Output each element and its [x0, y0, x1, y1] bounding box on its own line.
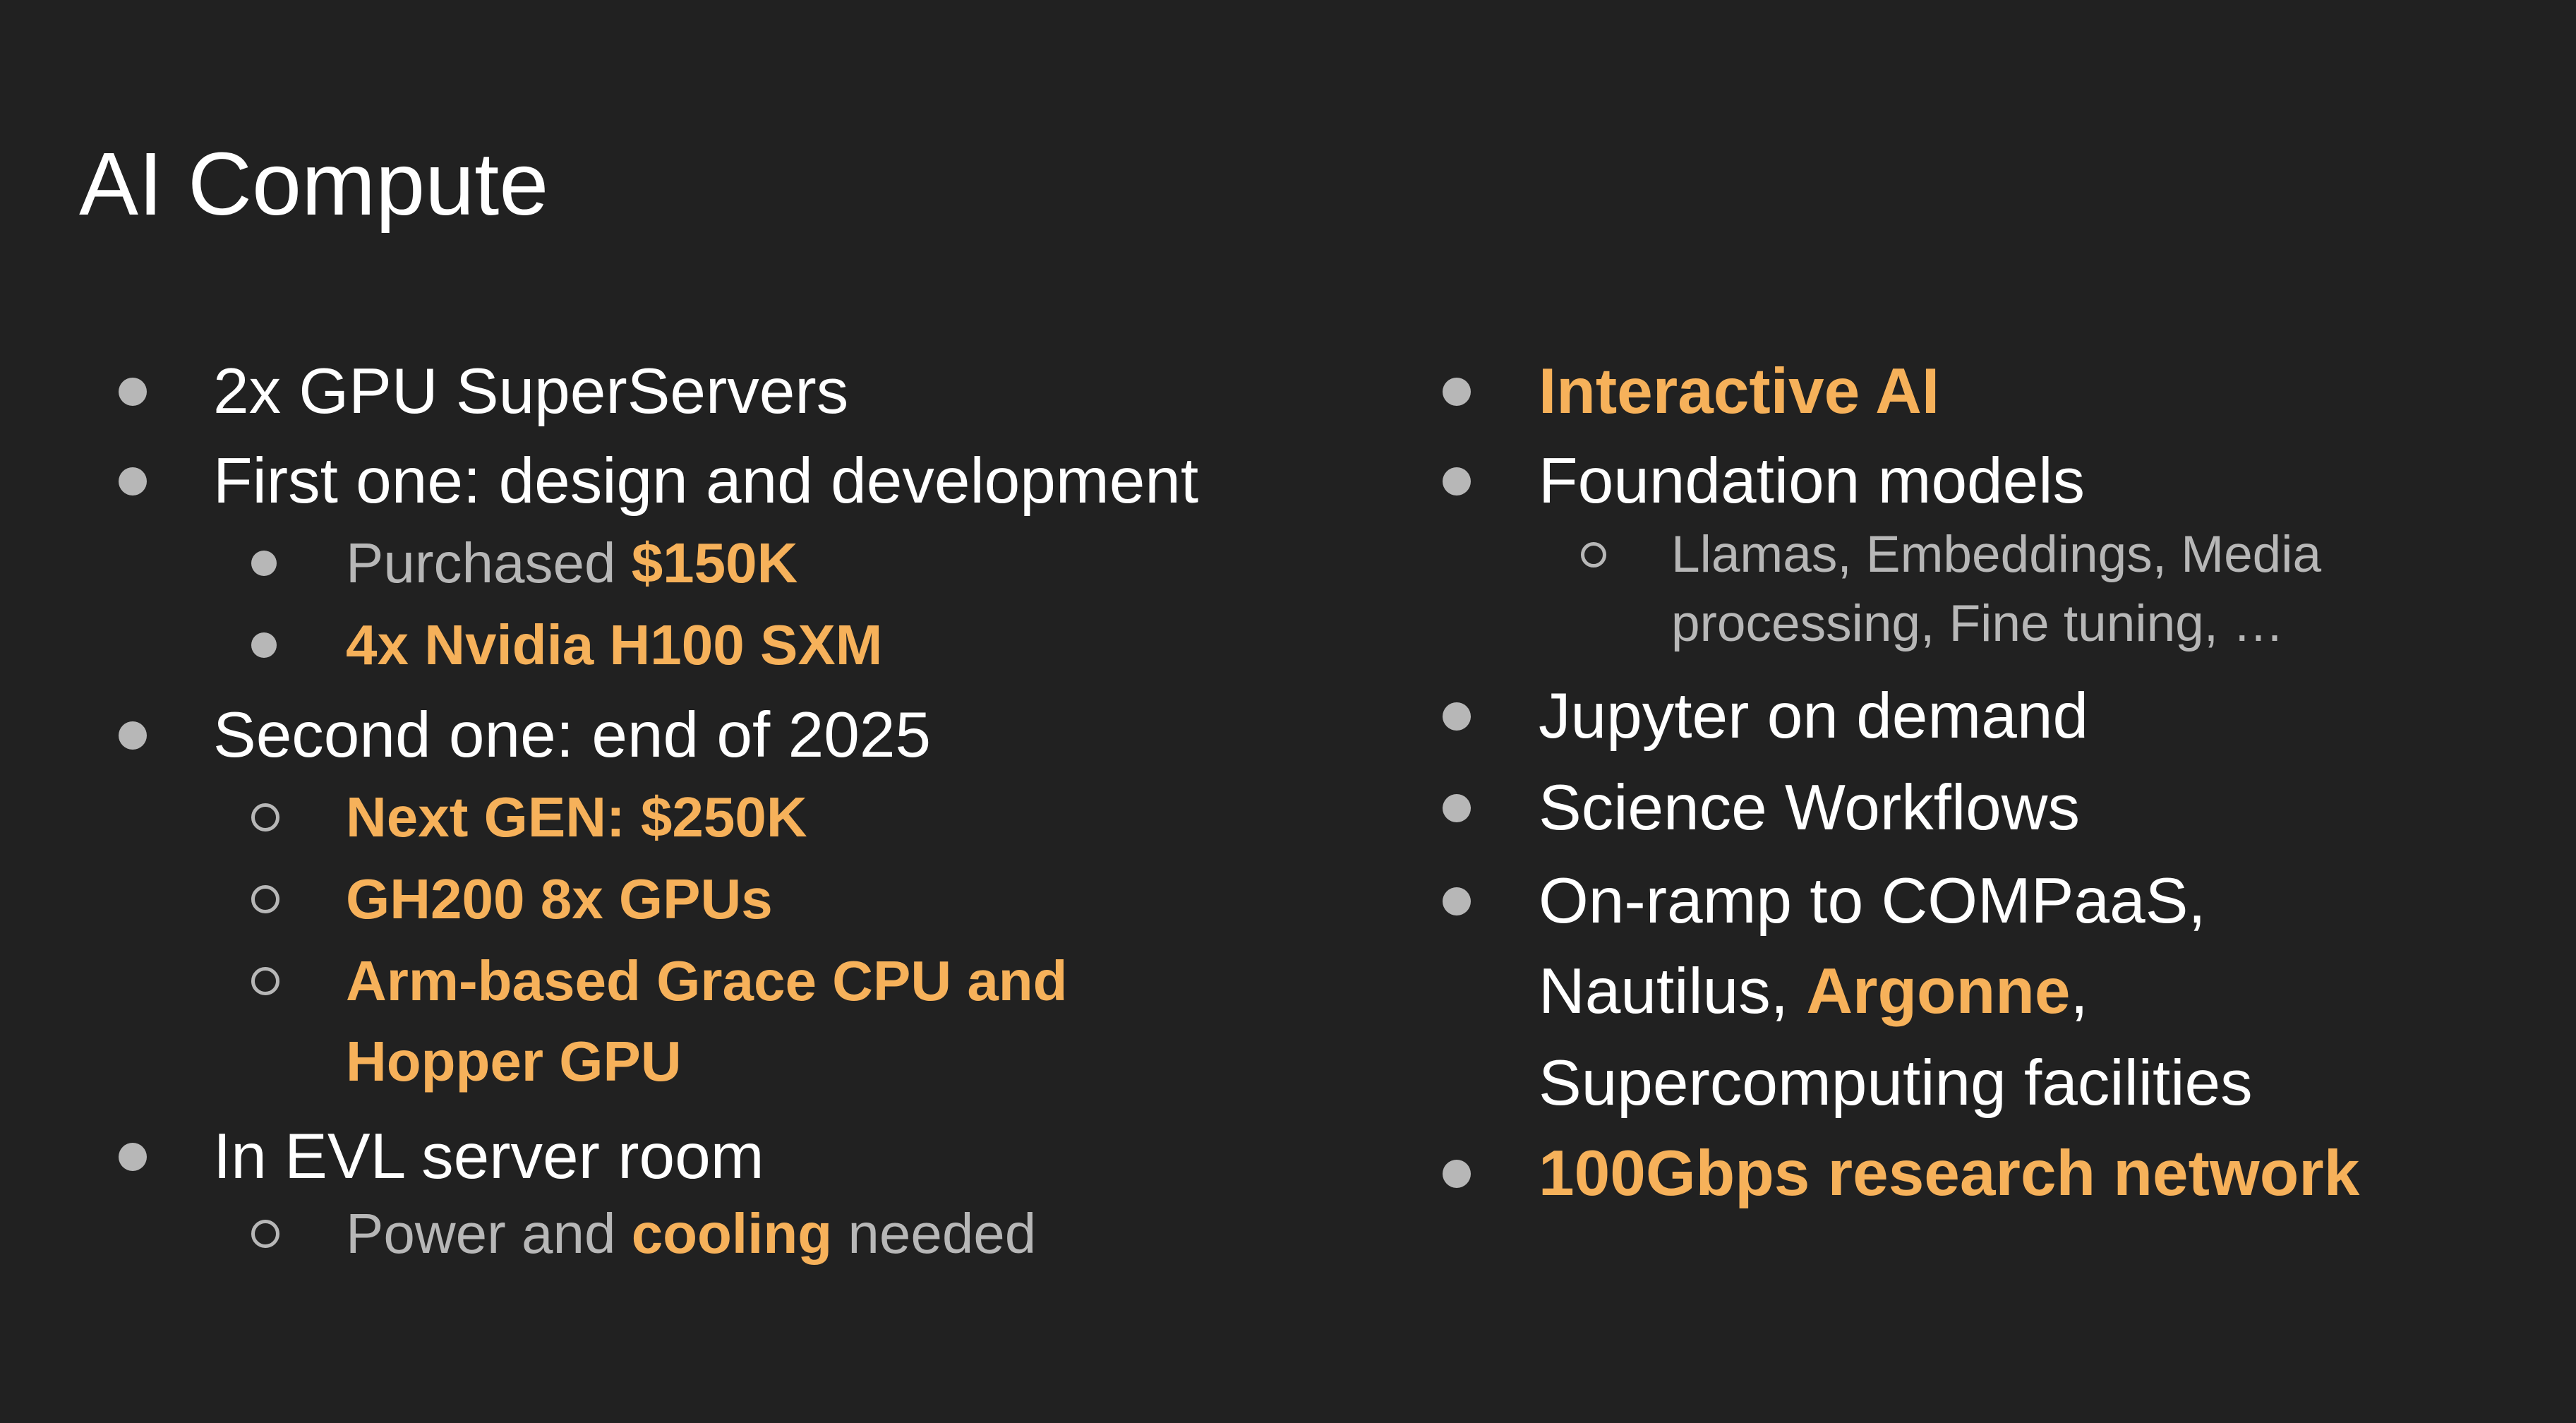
- bullet-text: processing, Fine tuning, …: [1671, 595, 2285, 652]
- bullet-dot-icon: [1443, 702, 1471, 734]
- right_column-bullet-item: processing, Fine tuning, …: [1671, 593, 2284, 655]
- left_column-bullet-item: GH200 8x GPUs: [346, 865, 773, 933]
- left_column-bullet-item: 4x Nvidia H100 SXM: [346, 611, 882, 679]
- bullet-circle-icon: [251, 967, 279, 999]
- right_column-bullet-item: Jupyter on demand: [1539, 678, 2088, 755]
- bullet-text: Second one: end of 2025: [213, 700, 932, 771]
- bullet-text: Llamas, Embeddings, Media: [1671, 526, 2322, 583]
- right_column-bullet-item: 100Gbps research network: [1539, 1135, 2359, 1212]
- bullet-text: 2x GPU SuperServers: [213, 356, 849, 427]
- right_column-bullet-item: Interactive AI: [1539, 353, 1939, 430]
- bullet-circle-icon: [1581, 542, 1606, 571]
- bullet-dot-icon: [1443, 793, 1471, 826]
- bullet-circle-icon: [251, 1220, 279, 1251]
- bullet-dot-icon: [119, 721, 147, 753]
- bullet-text: On-ramp to COMPaaS,: [1539, 865, 2206, 937]
- bullet-dot-icon: [251, 551, 277, 580]
- highlighted-text: Interactive AI: [1539, 356, 1940, 427]
- highlighted-text: 4x Nvidia H100 SXM: [346, 613, 883, 676]
- bullet-text: Purchased: [346, 532, 632, 594]
- bullet-text: Jupyter on demand: [1539, 680, 2089, 752]
- right_column-bullet-item: Nautilus, Argonne,: [1539, 953, 2088, 1030]
- bullet-text: Foundation models: [1539, 445, 2085, 517]
- highlighted-text: cooling: [631, 1202, 833, 1265]
- bullet-text: ,: [2070, 956, 2088, 1027]
- bullet-dot-icon: [1443, 887, 1471, 919]
- left_column-bullet-item: Next GEN: $250K: [346, 783, 807, 851]
- left_column-bullet-item: Purchased $150K: [346, 529, 798, 597]
- left_column-bullet-item: Hopper GPU: [346, 1028, 682, 1095]
- left_column-bullet-item: In EVL server room: [213, 1118, 764, 1195]
- bullet-text: Supercomputing facilities: [1539, 1047, 2253, 1119]
- left_column-bullet-item: Power and cooling needed: [346, 1200, 1036, 1268]
- left_column-bullet-item: First one: design and development: [213, 443, 1198, 520]
- left_column-bullet-item: 2x GPU SuperServers: [213, 353, 848, 430]
- right_column-bullet-item: Science Workflows: [1539, 769, 2080, 846]
- highlighted-text: Argonne: [1806, 956, 2071, 1027]
- left_column-bullet-item: Arm-based Grace CPU and: [346, 947, 1068, 1015]
- right_column-bullet-item: Foundation models: [1539, 443, 2085, 520]
- highlighted-text: Next GEN: $250K: [346, 786, 807, 848]
- bullet-text: Nautilus,: [1539, 956, 1807, 1027]
- highlighted-text: GH200 8x GPUs: [346, 867, 773, 930]
- bullet-circle-icon: [251, 885, 279, 917]
- bullet-text: Science Workflows: [1539, 772, 2081, 843]
- highlighted-text: 100Gbps research network: [1539, 1138, 2360, 1209]
- bullet-dot-icon: [1443, 377, 1471, 409]
- slide-title: AI Compute: [79, 134, 549, 234]
- right_column-bullet-item: Llamas, Embeddings, Media: [1671, 524, 2321, 586]
- bullet-dot-icon: [119, 377, 147, 409]
- bullet-dot-icon: [119, 467, 147, 499]
- right_column-bullet-item: Supercomputing facilities: [1539, 1045, 2253, 1122]
- bullet-dot-icon: [251, 632, 277, 661]
- bullet-text: First one: design and development: [213, 445, 1199, 517]
- highlighted-text: $150K: [631, 532, 798, 594]
- highlighted-text: Hopper GPU: [346, 1030, 682, 1093]
- bullet-text: Power and: [346, 1202, 632, 1265]
- bullet-dot-icon: [1443, 1159, 1471, 1191]
- bullet-dot-icon: [1443, 467, 1471, 499]
- bullet-circle-icon: [251, 803, 279, 835]
- bullet-dot-icon: [119, 1142, 147, 1175]
- right_column-bullet-item: On-ramp to COMPaaS,: [1539, 863, 2206, 939]
- bullet-text: needed: [832, 1202, 1037, 1265]
- highlighted-text: Arm-based Grace CPU and: [346, 949, 1068, 1012]
- bullet-text: In EVL server room: [213, 1121, 764, 1192]
- left_column-bullet-item: Second one: end of 2025: [213, 697, 931, 774]
